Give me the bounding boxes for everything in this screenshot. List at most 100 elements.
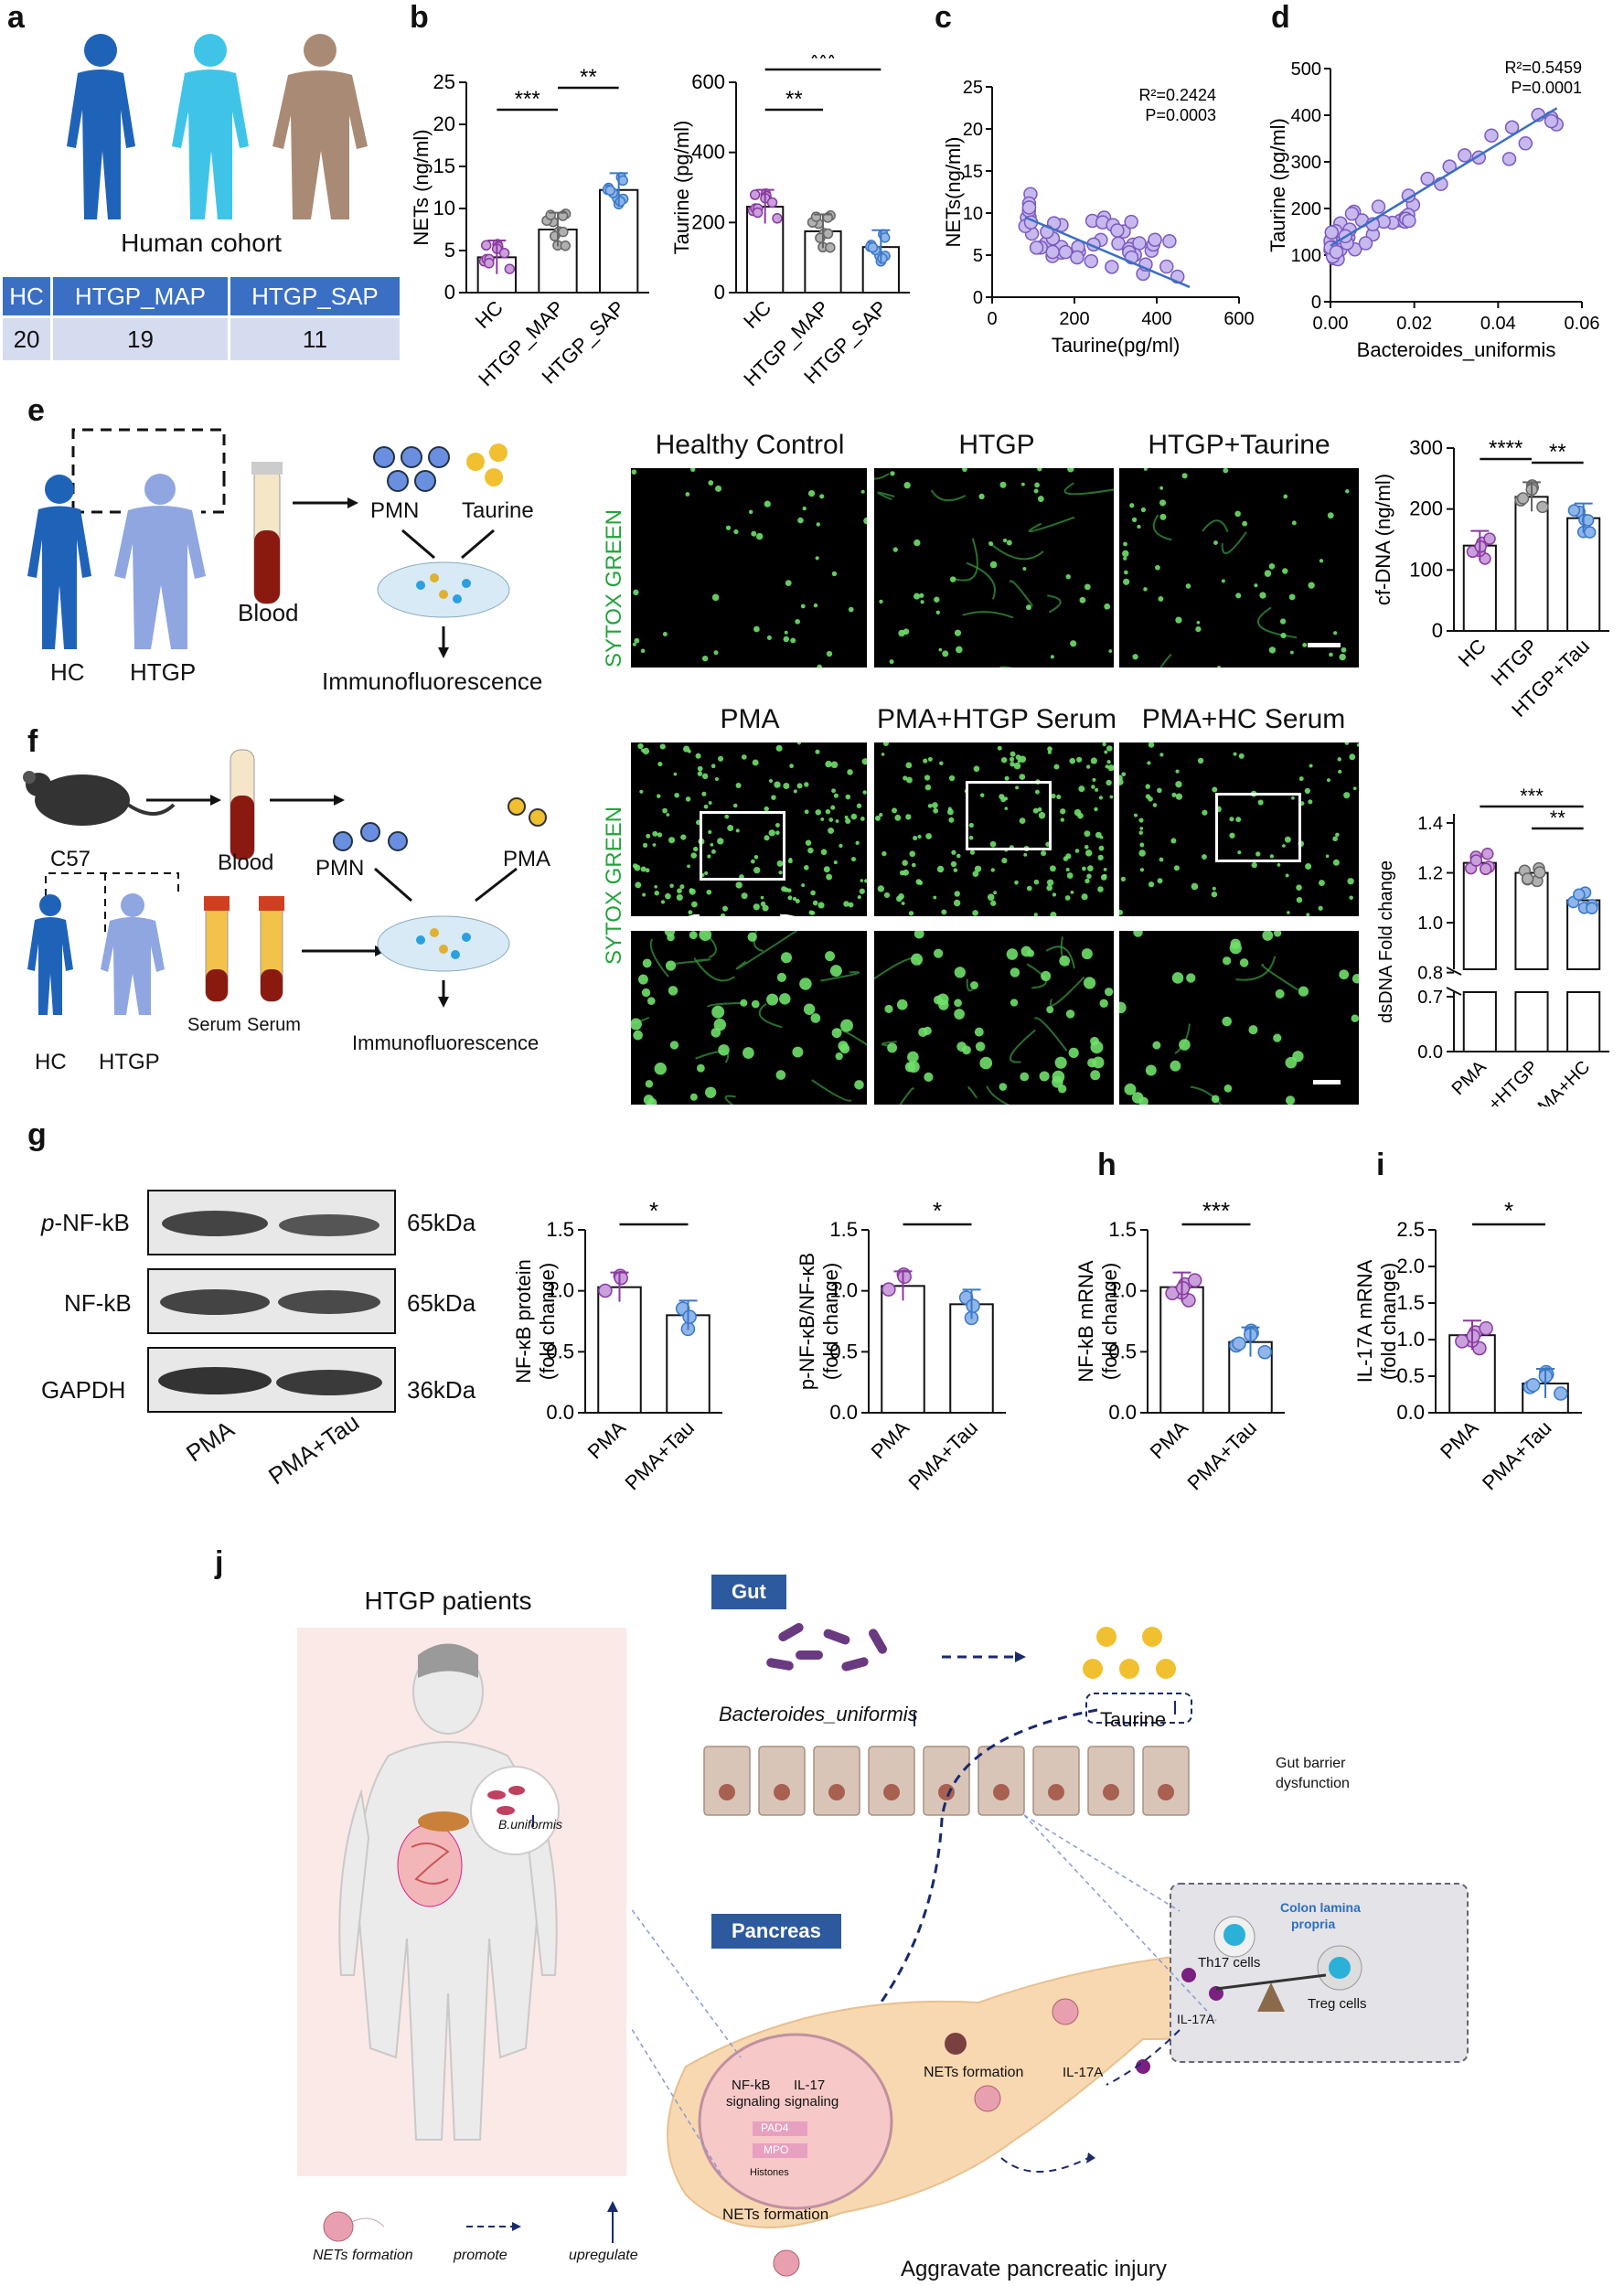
nucleus (1108, 649, 1113, 653)
nucleus (1306, 913, 1310, 916)
net-filament (1033, 1017, 1068, 1052)
nucleus (1131, 517, 1138, 523)
net-filament (899, 1087, 914, 1105)
nucleus (1023, 852, 1028, 857)
bar (1566, 517, 1601, 632)
nucleus (781, 886, 787, 892)
nucleus (1217, 666, 1221, 668)
nucleus (892, 807, 898, 814)
nucleus (803, 865, 809, 871)
nucleus (1027, 949, 1035, 957)
nucleus (999, 1083, 1008, 1091)
model-nfkb-2: signaling (726, 2094, 781, 2110)
nucleus (632, 642, 636, 646)
nucleus (939, 761, 944, 766)
nucleus (1050, 655, 1054, 659)
nucleus (1273, 931, 1282, 937)
nucleus (645, 1080, 654, 1088)
nucleus (1268, 562, 1276, 570)
net-filament (1257, 606, 1298, 639)
data-point (1518, 136, 1533, 151)
y-tick-label: 25 (963, 78, 983, 98)
nucleus (1094, 807, 1098, 812)
nucleus (1211, 1095, 1220, 1104)
nucleus (799, 977, 812, 990)
nucleus (1332, 836, 1338, 842)
y-tick-label: 400 (1291, 106, 1321, 126)
nucleus (1302, 642, 1308, 647)
data-point (1504, 120, 1520, 135)
nucleus (789, 764, 794, 769)
nucleus (843, 901, 849, 907)
nucleus (1104, 988, 1114, 997)
x-tick-label: PMA (867, 1416, 914, 1464)
nucleus (954, 1009, 965, 1020)
nucleus (1349, 895, 1353, 901)
nucleus (747, 932, 757, 942)
data-point (966, 1298, 980, 1313)
nucleus (972, 910, 978, 916)
micro-f-htgp-image (874, 742, 1114, 916)
data-point (614, 196, 626, 208)
nucleus (668, 986, 678, 996)
nucleus (1060, 808, 1066, 815)
bar (1514, 496, 1549, 633)
model-treg: Treg cells (1308, 1996, 1367, 2012)
nucleus (1339, 653, 1346, 661)
nucleus (1171, 972, 1184, 984)
nucleus (956, 853, 961, 859)
nucleus (1129, 503, 1135, 508)
nucleus (1309, 764, 1313, 768)
y-tick-label: 100 (1291, 246, 1321, 266)
net-filament (1045, 945, 1075, 969)
nucleus (819, 494, 825, 499)
nucleus (1090, 1070, 1101, 1081)
nucleus (795, 899, 800, 904)
data-point (1581, 514, 1595, 527)
nucleus (766, 993, 779, 1006)
net-filament (693, 956, 735, 982)
nucleus (708, 480, 714, 486)
nucleus (1262, 931, 1274, 941)
nucleus (1143, 587, 1148, 592)
nucleus (934, 596, 940, 603)
data-point (897, 1269, 912, 1285)
y-tick-label: 0.8 (1417, 964, 1443, 984)
nucleus (695, 753, 701, 759)
nucleus (1041, 850, 1047, 857)
petri-dish-icon (377, 561, 510, 618)
net-filament (1063, 482, 1114, 496)
nucleus (1064, 895, 1071, 901)
nucleus (942, 650, 949, 657)
nucleus (1051, 793, 1056, 799)
nucleus (713, 650, 719, 656)
nucleus (1171, 792, 1177, 797)
nucleus (962, 1045, 971, 1055)
nucleus (1223, 468, 1229, 474)
nucleus (676, 893, 683, 901)
micro-f-col-hc: PMA+HC Serum (1141, 704, 1346, 734)
model-bacteroides: Bacteroides_uniformis (719, 1703, 918, 1725)
y-tick-label: 0 (1311, 293, 1321, 313)
nucleus (1123, 578, 1130, 585)
nucleus (1159, 857, 1164, 862)
chart-h-nfkb-mrna: 0.00.51.01.5NF-kB mRNA(fold change)PMAPM… (1074, 1197, 1285, 1494)
nucleus (1173, 865, 1180, 871)
nucleus (753, 855, 759, 860)
model-legend (323, 2201, 618, 2243)
data-point (1457, 148, 1472, 163)
data-point (617, 175, 628, 187)
nucleus (1229, 832, 1235, 839)
y-axis-label: Taurine (pg/ml) (1266, 118, 1289, 252)
western-label-pnfkb: p-NF-kB (41, 1209, 130, 1236)
nucleus (835, 819, 839, 823)
net-filament (986, 1085, 1010, 1105)
nucleus (1109, 795, 1114, 799)
net-filament (988, 541, 1044, 561)
nucleus (936, 865, 945, 873)
nucleus (860, 879, 864, 882)
nucleus (724, 814, 730, 819)
nucleus (999, 481, 1007, 488)
data-point (1329, 244, 1344, 260)
nucleus (882, 742, 889, 746)
